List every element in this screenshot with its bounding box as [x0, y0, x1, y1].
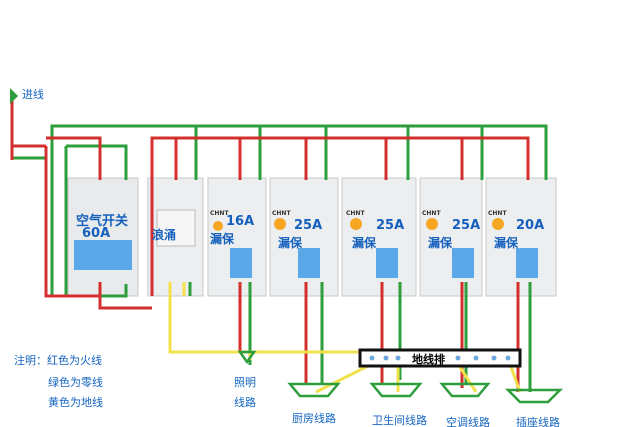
legend-green: 绿色为零线: [48, 376, 103, 389]
legend-title: 注明：红色为火线: [14, 354, 102, 367]
neutral-wires: [12, 124, 548, 392]
circuit-aircon: 空调线路: [446, 416, 490, 427]
circuit-bathroom: 卫生间线路: [372, 414, 427, 427]
surge-name: 浪涌: [152, 228, 177, 242]
ground-bar: [358, 348, 522, 368]
main-breaker-body: [67, 177, 139, 297]
incoming-arrow: [10, 88, 18, 104]
rcd-handle-1: [230, 248, 252, 278]
rcd-rating-3: 25A: [376, 218, 405, 233]
legend-yellow: 黄色为地线: [48, 396, 103, 409]
circuit-lighting-2: 线路: [234, 396, 256, 409]
rcd-brand-4: CHNT: [422, 210, 441, 217]
rcd-brand-5: CHNT: [488, 210, 507, 217]
rcd-test-button-4: [426, 218, 438, 230]
rcd-rating-1: 16A: [226, 214, 255, 229]
rcd-brand-3: CHNT: [346, 210, 365, 217]
rcd-rating-5: 20A: [516, 218, 545, 233]
circuit-sockets: 插座线路: [516, 416, 560, 427]
main-breaker-handle: [74, 240, 132, 270]
ground-wires: [168, 282, 522, 394]
rcd-name-2: 漏保: [278, 236, 303, 250]
circuit-lighting-1: 照明: [234, 376, 256, 389]
ground-bar-label: 地线排: [412, 353, 445, 366]
ground-bar-terminals: [369, 355, 511, 361]
rcd-name-5: 漏保: [494, 236, 519, 250]
rcd-brand-1: CHNT: [210, 210, 229, 217]
rcd-handle-5: [516, 248, 538, 278]
rcd-rating-2: 25A: [294, 218, 323, 233]
rcd-brand-2: CHNT: [272, 210, 291, 217]
main-breaker-rating: 60A: [82, 226, 111, 241]
breaker-bodies: [67, 177, 557, 297]
incoming-label: 进线: [22, 88, 44, 101]
rcd-name-1: 漏保: [210, 232, 235, 246]
rcd-test-button-5: [492, 218, 504, 230]
circuit-kitchen: 厨房线路: [292, 412, 336, 425]
rcd-handle-2: [298, 248, 320, 278]
main-breaker-name: 空气开关: [76, 214, 129, 229]
circuit-arrows: [237, 350, 564, 404]
rcd-rating-4: 25A: [452, 218, 481, 233]
rcd-handle-3: [376, 248, 398, 278]
rcd-name-4: 漏保: [428, 236, 453, 250]
surge-module: [156, 209, 196, 247]
rcd-test-button-2: [274, 218, 286, 230]
rcd-handle-4: [452, 248, 474, 278]
rcd-name-3: 漏保: [352, 236, 377, 250]
rcd-test-button-3: [350, 218, 362, 230]
rcd-test-button-1: [213, 221, 223, 231]
